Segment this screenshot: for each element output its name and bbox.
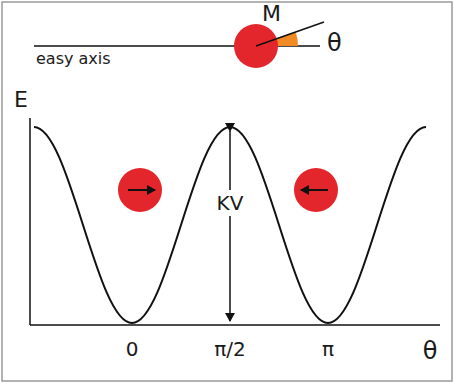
moment-arrow — [128, 189, 155, 191]
barrier-arrow — [229, 131, 231, 321]
tick-label: π — [322, 338, 334, 360]
axis-label: θ — [423, 338, 438, 364]
vector-label: M — [262, 2, 281, 26]
moment-arrow — [301, 189, 328, 191]
theta-axis — [30, 324, 440, 326]
energy-curve — [34, 127, 426, 323]
tick-label: 0 — [126, 338, 139, 360]
particle-circle — [294, 168, 338, 212]
barrier-label: KV — [214, 190, 247, 216]
particle-circle — [118, 168, 162, 212]
axis-label: easy axis — [36, 50, 111, 68]
energy-axis — [29, 118, 31, 325]
tick-label: π/2 — [214, 338, 246, 360]
axis-label: E — [14, 88, 28, 112]
angle-label: θ — [327, 30, 342, 56]
